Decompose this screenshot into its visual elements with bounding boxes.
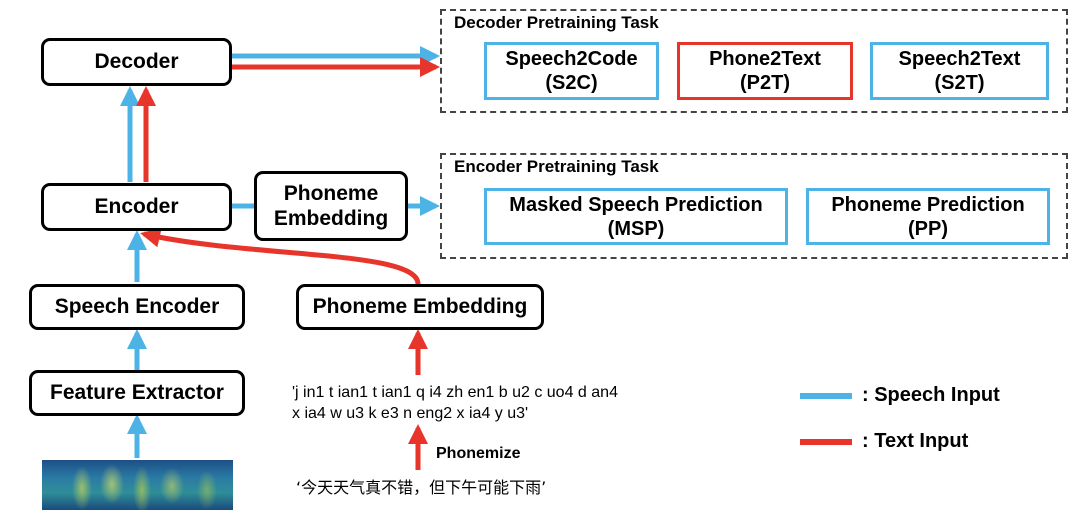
task-speech2text: Speech2Text (S2T) [870, 42, 1049, 100]
decoder-label: Decoder [94, 50, 179, 74]
arrow-phoneme-embedding-to-encoder [140, 227, 421, 285]
phoneme-embedding-box: Phoneme Embedding [296, 284, 544, 330]
decoder-pretraining-group [440, 9, 1068, 113]
phoneme-sequence-line1: 'j in1 t ian1 t ian1 q i4 zh en1 b u2 c … [292, 384, 618, 401]
task-speech2code-abbr: (S2C) [545, 72, 598, 94]
task-phone2text: Phone2Text (P2T) [677, 42, 853, 100]
decoder-box: Decoder [41, 38, 232, 86]
encoder-label: Encoder [94, 195, 179, 219]
task-speech2code-name: Speech2Code [505, 48, 638, 70]
decoder-pretraining-title: Decoder Pretraining Task [454, 13, 659, 32]
task-masked-speech-prediction: Masked Speech Prediction (MSP) [484, 188, 788, 245]
task-speech2code: Speech2Code (S2C) [484, 42, 659, 100]
phoneme-embedding-label: Phoneme Embedding [312, 295, 528, 319]
speech-encoder-label: Speech Encoder [54, 295, 220, 319]
task-speech2text-abbr: (S2T) [934, 72, 985, 94]
legend-speech-label: : Speech Input [862, 384, 1000, 406]
task-phone2text-abbr: (P2T) [740, 72, 790, 94]
phoneme-embedding-side-line2: Embedding [273, 207, 389, 230]
speech-encoder-box: Speech Encoder [29, 284, 245, 330]
spectrogram-image [42, 460, 233, 510]
chinese-sentence: ‘今天天气真不错，但下午可能下雨’ [296, 478, 547, 497]
encoder-pretraining-title: Encoder Pretraining Task [454, 157, 659, 176]
phoneme-embedding-side-line1: Phoneme [283, 181, 379, 205]
task-pp-abbr: (PP) [908, 217, 948, 240]
encoder-box: Encoder [41, 183, 232, 231]
task-pp-name: Phoneme Prediction [831, 193, 1025, 216]
feature-extractor-label: Feature Extractor [50, 381, 224, 405]
encoder-pretraining-group [440, 153, 1068, 259]
task-phone2text-name: Phone2Text [709, 48, 821, 70]
task-msp-abbr: (MSP) [607, 217, 665, 240]
phonemize-label: Phonemize [436, 445, 521, 462]
phoneme-sequence-line2: x ia4 w u3 k e3 n eng2 x ia4 y u3' [292, 405, 529, 422]
legend-text-label: : Text Input [862, 430, 969, 452]
phoneme-embedding-side-box: Phoneme Embedding [254, 171, 408, 241]
task-phoneme-prediction: Phoneme Prediction (PP) [806, 188, 1050, 245]
task-msp-name: Masked Speech Prediction [509, 193, 763, 216]
feature-extractor-box: Feature Extractor [29, 370, 245, 416]
task-speech2text-name: Speech2Text [898, 48, 1021, 70]
